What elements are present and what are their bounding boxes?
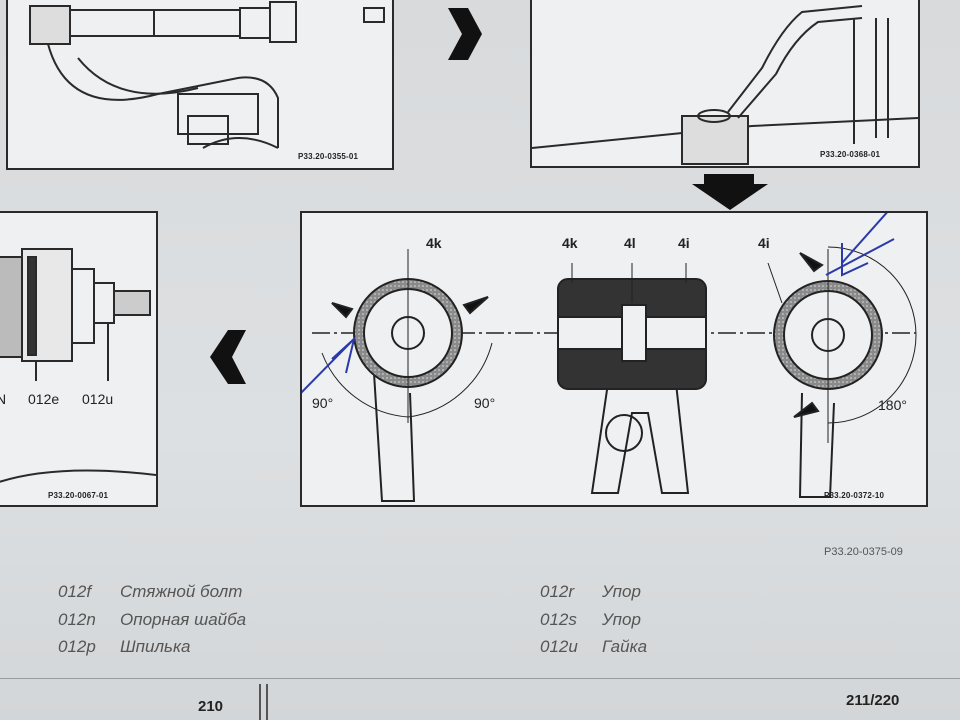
left-view xyxy=(321,249,493,502)
footer-separator xyxy=(259,684,261,720)
figure-panel-bottom-left: N 012e 012u P33.20-0067-01 xyxy=(0,211,158,507)
legend-item: 012u Гайка xyxy=(540,637,647,657)
page-number-right: 211/220 xyxy=(846,692,900,709)
press-assembly-drawing xyxy=(532,5,918,165)
panel-code: P33.20-0067-01 xyxy=(48,491,109,500)
legend-code: 012r xyxy=(540,582,575,601)
bushing-orientation-drawing xyxy=(302,213,917,502)
label-4i-right: 4i xyxy=(758,235,770,251)
label-4k-mid: 4k xyxy=(562,235,578,251)
legend-item: 012r Упор xyxy=(540,582,641,602)
press-tool-drawing xyxy=(29,1,385,149)
legend-text: Упор xyxy=(602,610,641,629)
page-number-left: 210 xyxy=(198,698,224,715)
legend-item: 012f Стяжной болт xyxy=(58,582,242,602)
middle-view xyxy=(557,263,707,494)
legend-item: 012s Упор xyxy=(540,610,641,630)
figure-panel-top-right: P33.20-0368-01 xyxy=(530,0,920,168)
legend-text: Опорная шайба xyxy=(120,610,247,629)
legend-code: 012p xyxy=(58,637,96,656)
legend-text: Стяжной болт xyxy=(120,582,243,601)
label-4l-mid: 4l xyxy=(624,235,636,251)
legend-item: 012n Опорная шайба xyxy=(58,610,246,630)
arrow-left-icon xyxy=(210,330,246,384)
label-012u: 012u xyxy=(82,391,114,407)
legend-text: Гайка xyxy=(602,637,648,656)
legend-code: 012s xyxy=(540,610,577,629)
figure-panel-bottom-right: 4k 90° 90° 4k 4l 4i 4i 180° P33.20-0372-… xyxy=(300,211,928,507)
footer-separator xyxy=(266,684,268,720)
figure-panel-top-left: P33.20-0355-01 xyxy=(6,0,394,170)
footer-divider xyxy=(0,678,960,679)
legend-text: Упор xyxy=(602,582,641,601)
label-012e: 012e xyxy=(28,391,60,407)
legend-code: 012f xyxy=(58,582,92,601)
legend-item: 012p Шпилька xyxy=(58,637,190,657)
label-4k-left: 4k xyxy=(426,235,442,251)
bushing-tool-drawing xyxy=(0,248,156,483)
label-4i-mid: 4i xyxy=(678,235,690,251)
right-view xyxy=(767,246,917,498)
handwritten-arrows xyxy=(302,213,895,394)
arrow-down-icon xyxy=(692,174,768,210)
figure-reference: P33.20-0375-09 xyxy=(824,546,903,558)
legend-text: Шпилька xyxy=(120,637,191,656)
arrow-right-icon xyxy=(448,8,482,60)
angle-180: 180° xyxy=(878,397,907,413)
panel-code: P33.20-0368-01 xyxy=(820,150,881,159)
legend-code: 012u xyxy=(540,637,578,656)
legend-code: 012n xyxy=(58,610,96,629)
angle-right: 90° xyxy=(474,395,496,411)
panel-code: P33.20-0372-10 xyxy=(824,491,885,500)
label-edge: N xyxy=(0,391,7,407)
panel-code: P33.20-0355-01 xyxy=(298,152,359,161)
angle-left: 90° xyxy=(312,395,334,411)
